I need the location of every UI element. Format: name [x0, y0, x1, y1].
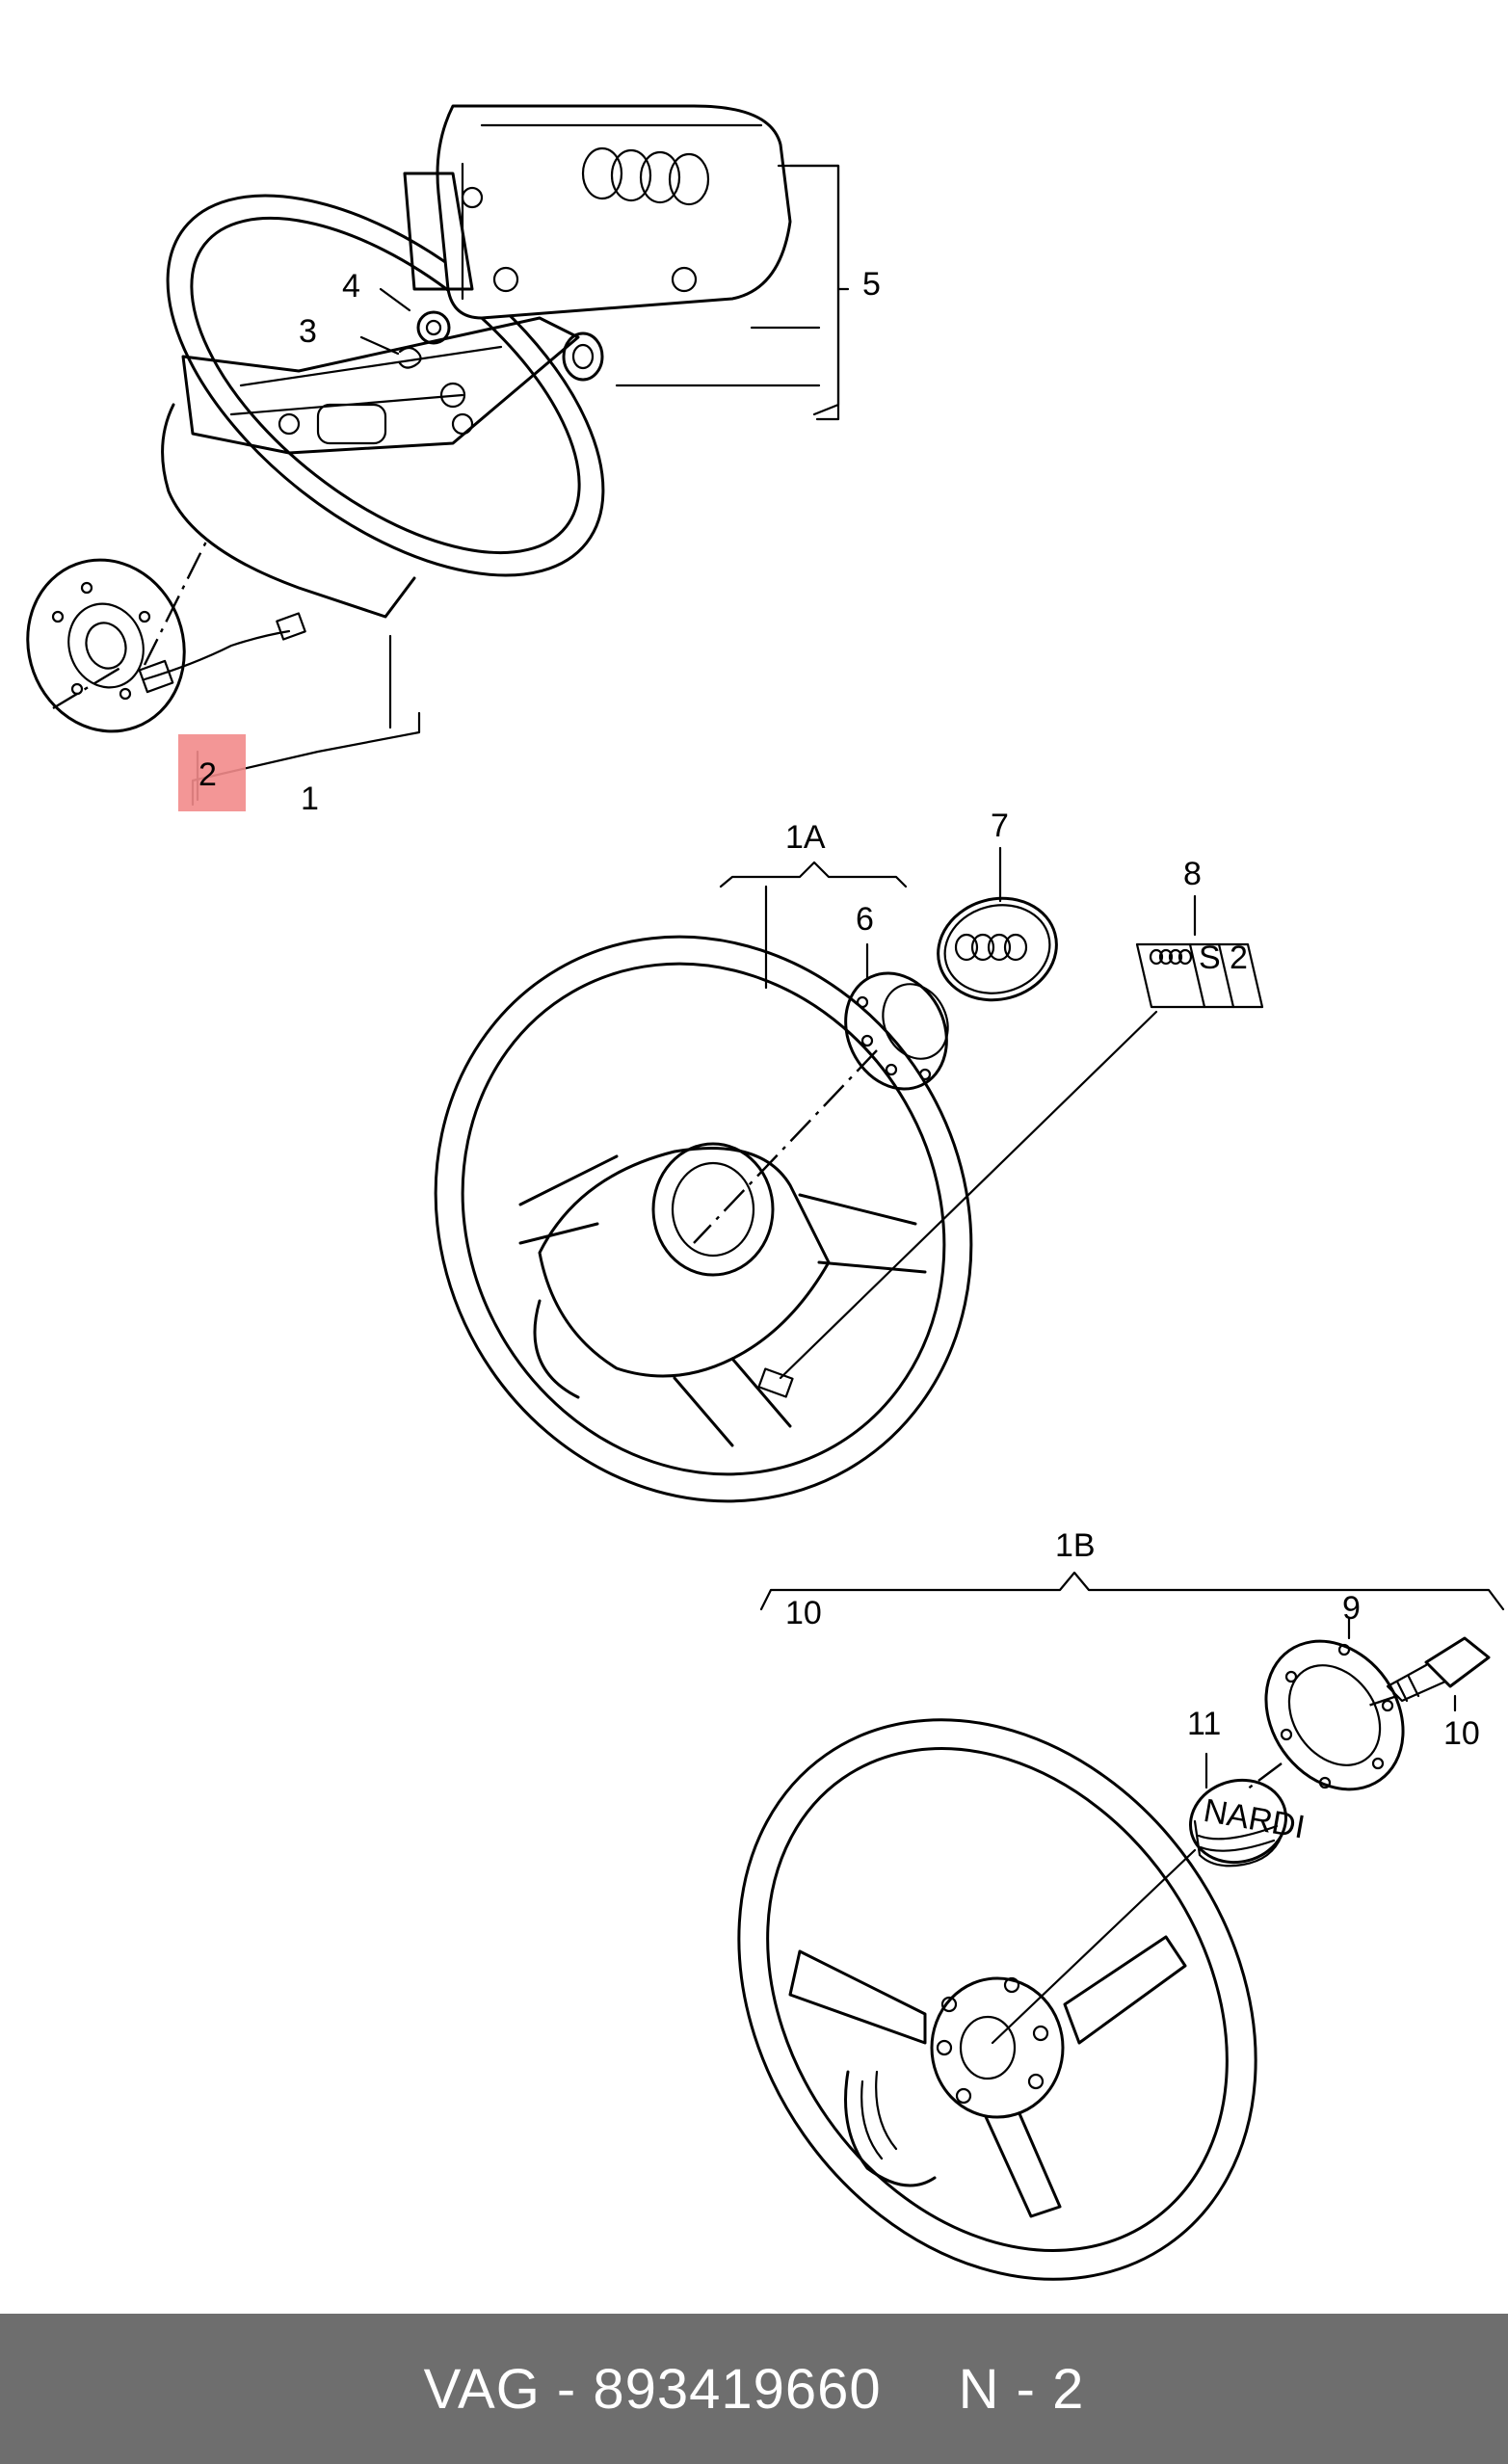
label-1a: 1A: [785, 819, 826, 856]
label-3: 3: [299, 313, 317, 350]
label-1b: 1B: [1055, 1527, 1096, 1564]
bolt: [1386, 1636, 1491, 1703]
audi-rings-logo: [954, 933, 1028, 962]
contact-unit-clock-spring: [26, 558, 306, 733]
steering-wheel-nardi-assembly: [737, 1718, 1257, 2281]
emblem-badges: S 2: [1135, 940, 1264, 1009]
label-7: 7: [991, 808, 1009, 844]
parts-diagram: 1 2 3 4 5: [26, 104, 1505, 2281]
horn-button: [937, 896, 1058, 1002]
page-ref-text: N - 2: [958, 2357, 1085, 2421]
label-6: 6: [856, 901, 874, 938]
footer-bar: VAG - 893419660 N - 2: [0, 2314, 1508, 2464]
spacer-ring: [1264, 1639, 1405, 1791]
hub-adapter: [844, 971, 949, 1091]
highlight-box-label-2: [178, 734, 246, 811]
label-11: 11: [1187, 1706, 1221, 1742]
badge-s: S: [1199, 940, 1221, 976]
label-9: 9: [1342, 1590, 1361, 1627]
label-2: 2: [198, 756, 217, 793]
steering-wheel-sport-assembly: [434, 935, 973, 1503]
label-10-side: 10: [1443, 1715, 1480, 1752]
audi-rings-logo: [581, 146, 710, 206]
label-4: 4: [342, 268, 360, 305]
center-cap: NARDI: [1188, 1778, 1308, 1868]
label-1: 1: [301, 781, 319, 817]
label-10-top: 10: [785, 1595, 822, 1631]
label-5: 5: [862, 266, 881, 303]
airbag-unit: [403, 104, 792, 320]
label-8: 8: [1183, 856, 1202, 892]
badge-2: 2: [1230, 940, 1248, 976]
part-number-text: VAG - 893419660: [423, 2357, 882, 2421]
